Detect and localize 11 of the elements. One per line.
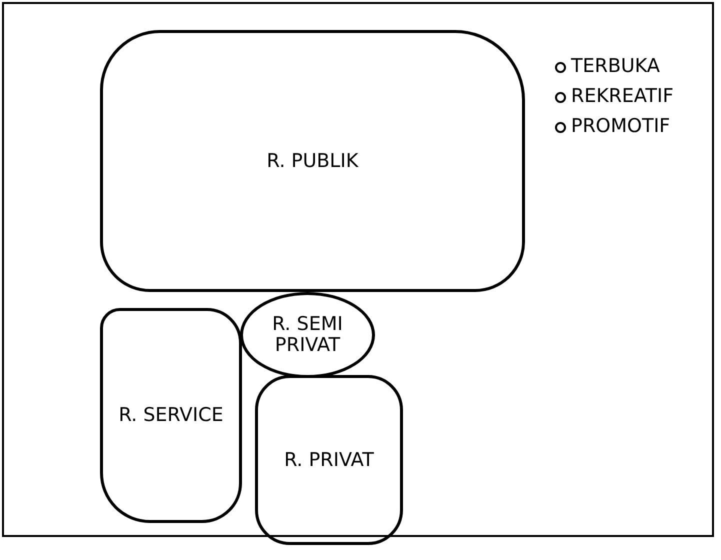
space-label: R. SERVICE — [118, 405, 224, 426]
bullet-item: REKREATIF — [555, 85, 674, 107]
service-space-bubble — [100, 308, 242, 523]
public-space-bubble — [100, 30, 525, 292]
bullet-item: TERBUKA — [555, 55, 660, 77]
space-label: R. PRIVAT — [284, 450, 374, 470]
private-space-bubble — [255, 375, 403, 545]
space-label: R. SEMI PRIVAT — [271, 314, 344, 356]
semi-private-space-bubble — [240, 292, 375, 378]
bullet-item: PROMOTIF — [555, 115, 670, 137]
space-label: R. PUBLIK — [266, 150, 358, 172]
